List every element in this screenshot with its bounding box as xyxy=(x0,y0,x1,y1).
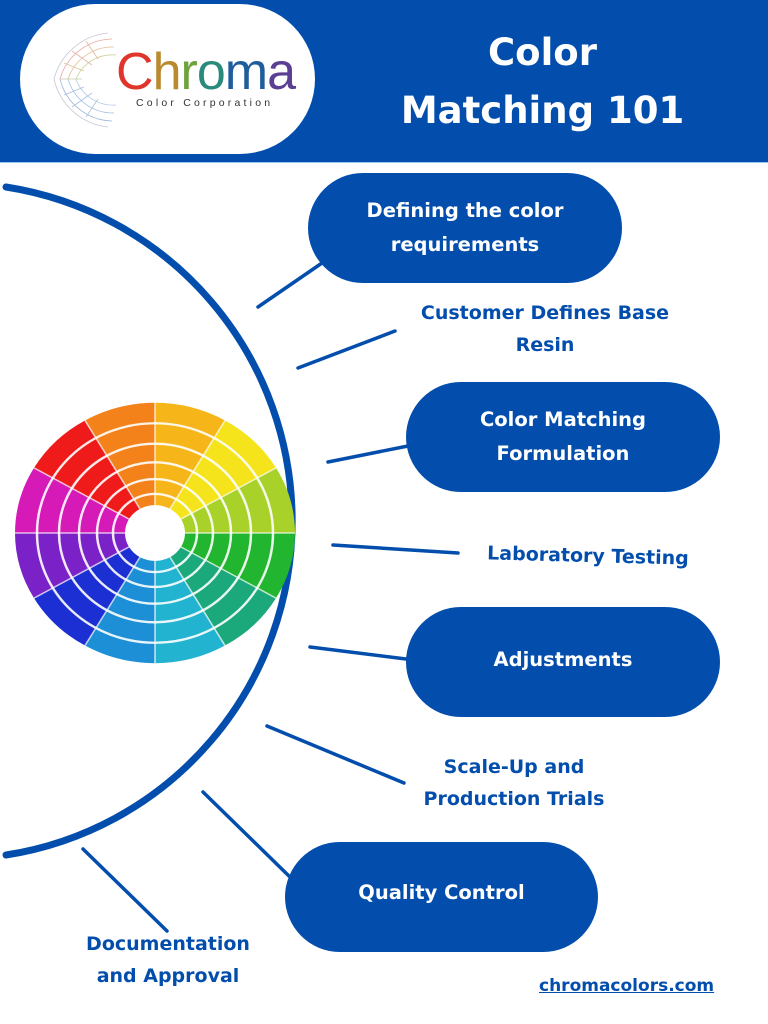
step-1-line-2: requirements xyxy=(390,233,540,256)
step-3-line-2: Formulation xyxy=(496,442,630,465)
step-scale-up-production-trials: Scale-Up and Production Trials xyxy=(400,751,628,815)
step-8-line-1: Documentation xyxy=(86,933,250,955)
logo-letter: r xyxy=(180,43,197,101)
step-2-line-1: Customer Defines Base xyxy=(420,302,670,324)
connector-2 xyxy=(296,329,397,370)
logo-letter: a xyxy=(267,43,296,101)
step-3-line-1: Color Matching xyxy=(479,408,647,431)
step-quality-control: Quality Control xyxy=(285,842,598,952)
step-6-line-2: Production Trials xyxy=(423,788,605,810)
connector-6 xyxy=(265,724,406,785)
connector-1 xyxy=(256,261,324,309)
title-line-1: Color xyxy=(488,31,597,74)
step-customer-defines-base-resin: Customer Defines Base Resin xyxy=(388,297,702,361)
step-1-line-1: Defining the color xyxy=(366,199,564,222)
header-banner: Chroma Color Corporation Color Matching … xyxy=(0,0,768,163)
step-defining-color-requirements: Defining the color requirements xyxy=(308,173,622,283)
logo-subtitle: Color Corporation xyxy=(136,97,274,109)
step-color-matching-formulation: Color Matching Formulation xyxy=(406,382,720,492)
step-adjustments: Adjustments xyxy=(406,607,720,717)
step-8-line-2: and Approval xyxy=(96,965,240,987)
logo-letter: h xyxy=(152,43,182,101)
logo-letter: o xyxy=(196,43,226,101)
title-line-2: Matching 101 xyxy=(400,89,685,132)
logo-grid-icon xyxy=(53,32,117,128)
logo-letter: C xyxy=(116,43,154,101)
connector-7 xyxy=(201,790,293,880)
connector-3 xyxy=(326,444,410,464)
step-6-line-1: Scale-Up and xyxy=(443,756,585,778)
step-laboratory-testing: Laboratory Testing xyxy=(462,537,715,576)
logo-container: Chroma Color Corporation xyxy=(20,4,315,154)
connector-5 xyxy=(308,645,408,661)
logo-letter: m xyxy=(224,43,268,101)
connector-8 xyxy=(81,847,169,933)
step-5-line-1: Adjustments xyxy=(493,648,633,671)
step-7-line-1: Quality Control xyxy=(358,881,525,904)
logo-wordmark: Chroma xyxy=(116,42,296,102)
step-2-line-2: Resin xyxy=(515,334,575,356)
step-4-line-1: Laboratory Testing xyxy=(486,542,690,570)
color-wheel-icon xyxy=(15,402,295,664)
page-title: Color Matching 101 xyxy=(380,24,705,140)
step-documentation-and-approval: Documentation and Approval xyxy=(64,928,272,992)
connector-4 xyxy=(331,543,460,555)
website-link[interactable]: chromacolors.com xyxy=(539,976,715,996)
